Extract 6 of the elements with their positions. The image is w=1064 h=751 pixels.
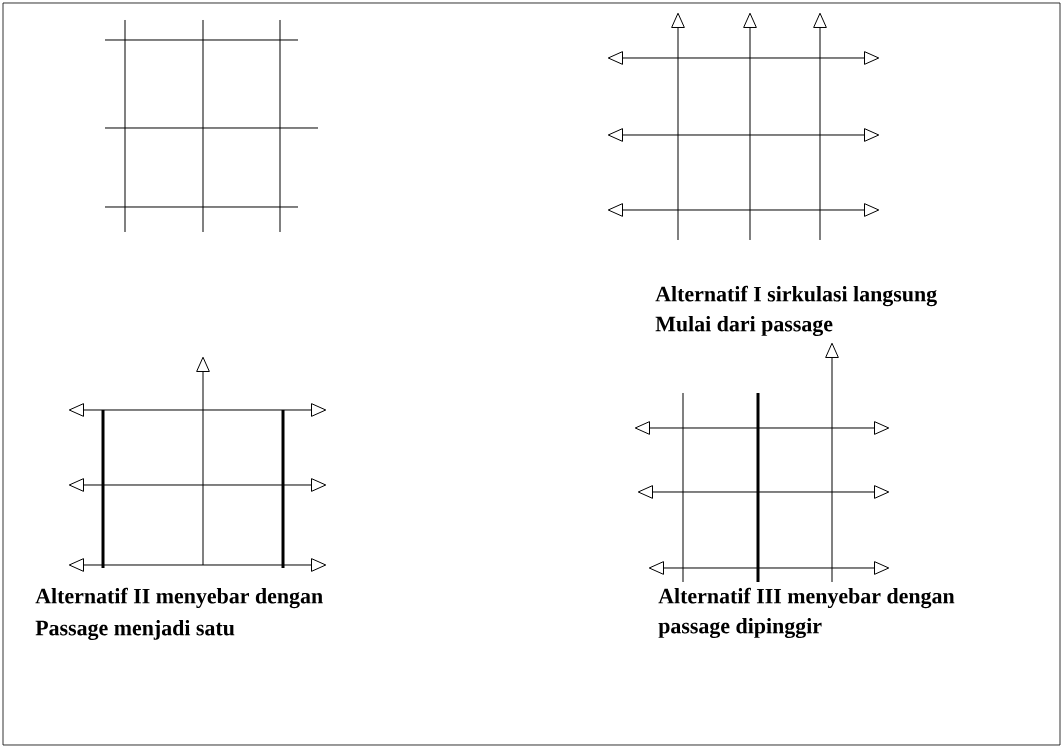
caption-text: Passage menjadi satu [35,620,235,640]
caption-text: passage dipinggir [658,618,822,638]
caption-text: Alternatif III menyebar dengan [658,587,955,609]
caption-text: Alternatif II menyebar dengan [35,587,323,609]
caption-text: Mulai dari passage [655,316,833,337]
caption-text: Alternatif I sirkulasi langsung [655,285,937,307]
